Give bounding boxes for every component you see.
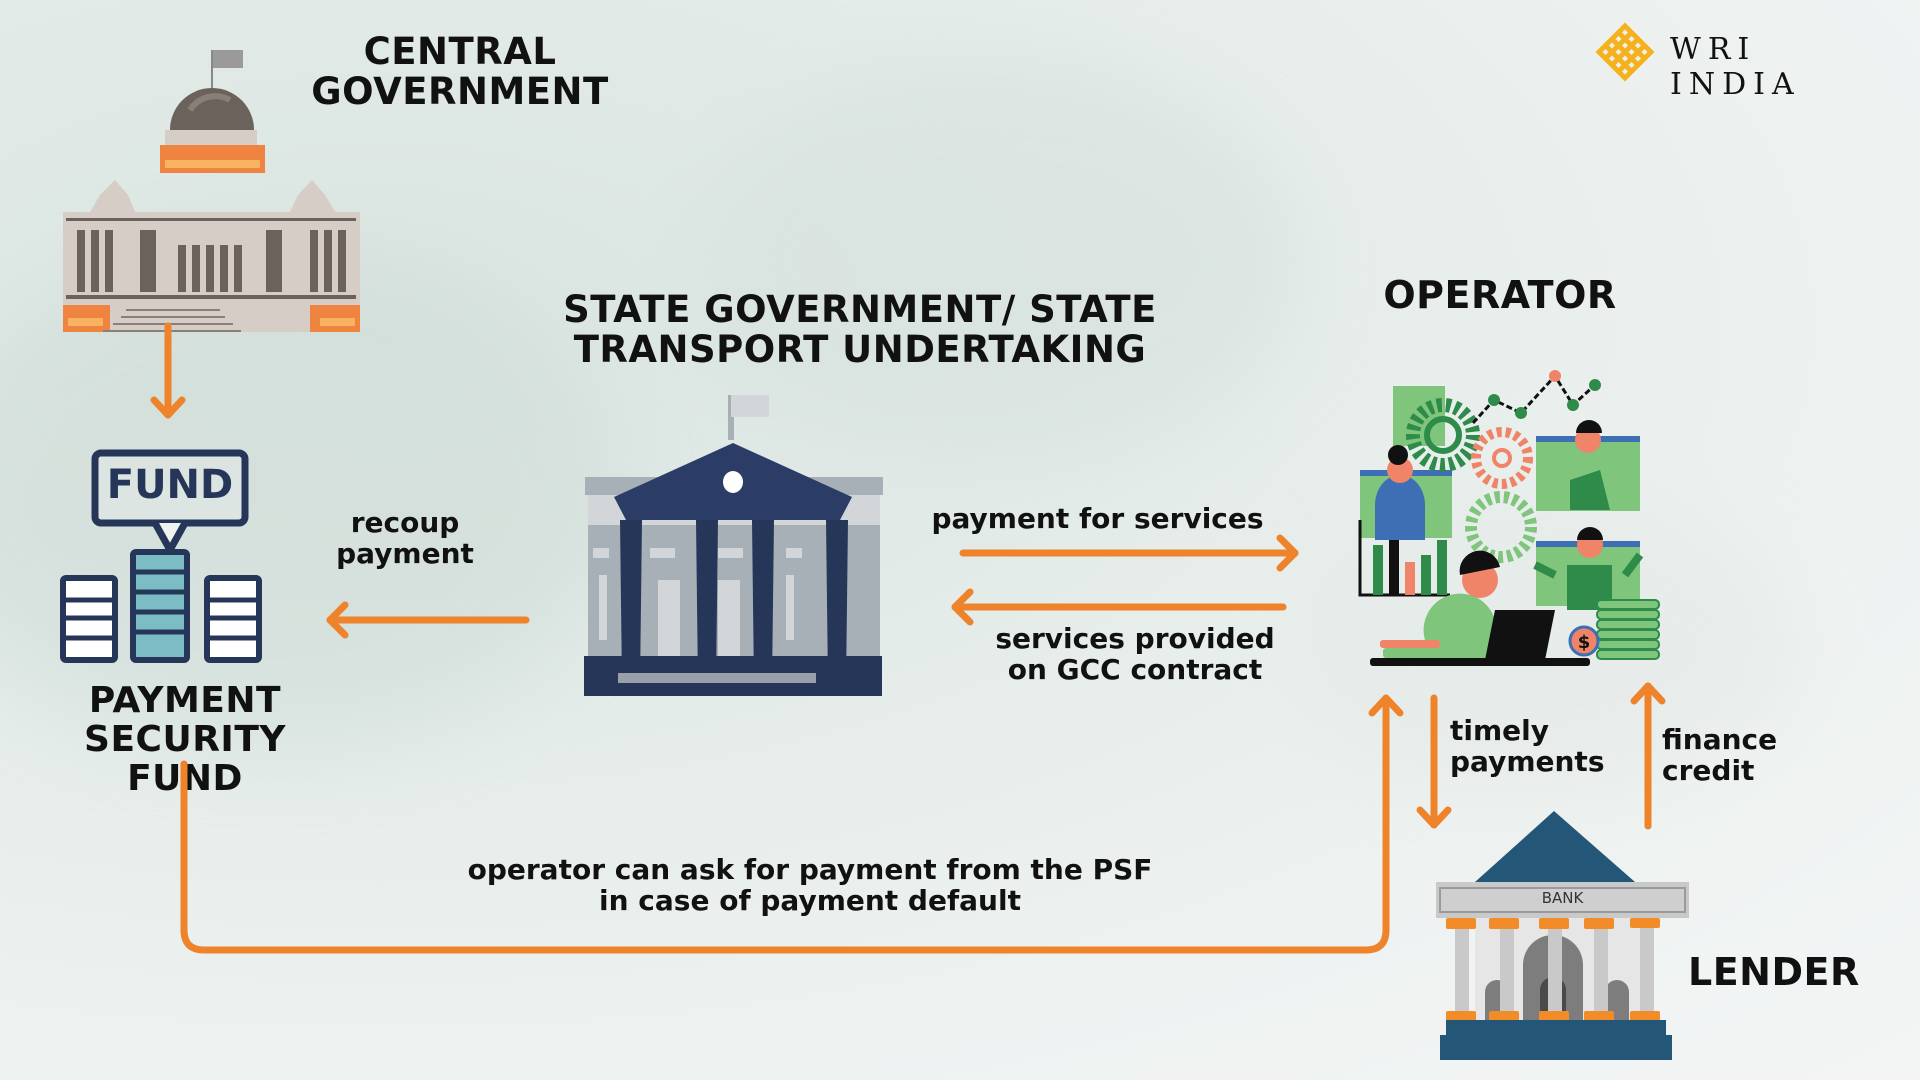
label-line: credit xyxy=(1662,753,1755,787)
payment-for-services-label: payment for services xyxy=(931,502,1264,535)
fund-icon-text: FUND xyxy=(106,462,234,508)
central-government-title: CENTRAL GOVERNMENT xyxy=(300,32,620,112)
state-government-title: STATE GOVERNMENT/ STATE TRANSPORT UNDERT… xyxy=(540,290,1180,370)
label-line: recoup xyxy=(350,506,460,539)
operator-title: OPERATOR xyxy=(1383,273,1617,317)
title-line: CENTRAL xyxy=(363,30,557,73)
arrow-payment-for-services xyxy=(959,534,1299,572)
finance-credit-label: finance credit xyxy=(1662,723,1802,787)
wri-logo[interactable]: WRI INDIA xyxy=(1595,22,1895,102)
background-texture xyxy=(700,60,1300,460)
label-line: on GCC contract xyxy=(1007,652,1263,686)
background-texture xyxy=(0,250,620,750)
logo-text: WRI INDIA xyxy=(1670,32,1801,102)
title-line: TRANSPORT UNDERTAKING xyxy=(573,327,1147,371)
recoup-payment-label: recoup payment xyxy=(330,506,480,570)
label-line: finance xyxy=(1662,723,1778,756)
payment-security-fund-title: PAYMENT SECURITY FUND xyxy=(20,680,350,799)
lender-title: LENDER xyxy=(1688,950,1860,994)
arrow-services-provided xyxy=(951,588,1287,626)
title-line: SECURITY FUND xyxy=(84,718,286,799)
bank-sign-text: BANK xyxy=(1541,889,1584,907)
label-line: timely xyxy=(1450,714,1549,747)
label-line: in case of payment default xyxy=(599,883,1021,917)
label-line: services provided xyxy=(995,622,1275,655)
label-line: payments xyxy=(1450,744,1605,778)
timely-payments-label: timely payments xyxy=(1450,714,1610,778)
wri-knot-icon xyxy=(1595,22,1655,82)
title-line: GOVERNMENT xyxy=(311,69,609,113)
psf-claim-label: operator can ask for payment from the PS… xyxy=(420,853,1200,917)
label-line: payment xyxy=(336,536,474,570)
title-line: PAYMENT xyxy=(88,680,282,721)
title-line: STATE GOVERNMENT/ STATE xyxy=(563,288,1157,331)
label-line: operator can ask for payment from the PS… xyxy=(467,853,1153,886)
services-provided-label: services provided on GCC contract xyxy=(985,622,1285,686)
